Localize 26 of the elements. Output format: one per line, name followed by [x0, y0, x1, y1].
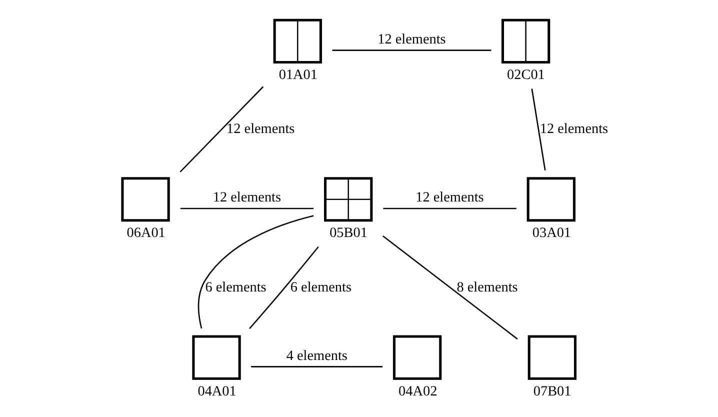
edge-label: 8 elements: [456, 279, 518, 296]
connector: [382, 235, 518, 340]
node-label: 01A01: [278, 66, 318, 83]
connector: [248, 246, 318, 330]
edge-label: 12 elements: [377, 31, 446, 48]
node-label: 06A01: [126, 225, 165, 242]
edge-label: 12 elements: [226, 121, 294, 138]
edge-label: 6 elements: [290, 279, 352, 296]
edge-label: 12 elements: [539, 121, 608, 138]
node-label: 04A01: [197, 383, 236, 400]
edge-label: 12 elements: [212, 190, 281, 206]
connector: [382, 208, 516, 210]
node-label: 04A02: [398, 383, 437, 400]
connector: [197, 215, 314, 329]
connector: [530, 88, 546, 170]
connector: [180, 208, 314, 210]
connector: [332, 50, 491, 51]
edge-label: 4 elements: [286, 348, 347, 364]
node-label: 03A01: [532, 225, 571, 242]
edge-label: 12 elements: [415, 190, 484, 206]
connector: [250, 366, 382, 368]
node-label: 02C01: [506, 66, 544, 83]
node-label: 05B01: [329, 225, 367, 242]
edge-label: 6 elements: [204, 279, 266, 296]
connector: [179, 86, 264, 172]
node-label: 07B01: [532, 383, 571, 400]
